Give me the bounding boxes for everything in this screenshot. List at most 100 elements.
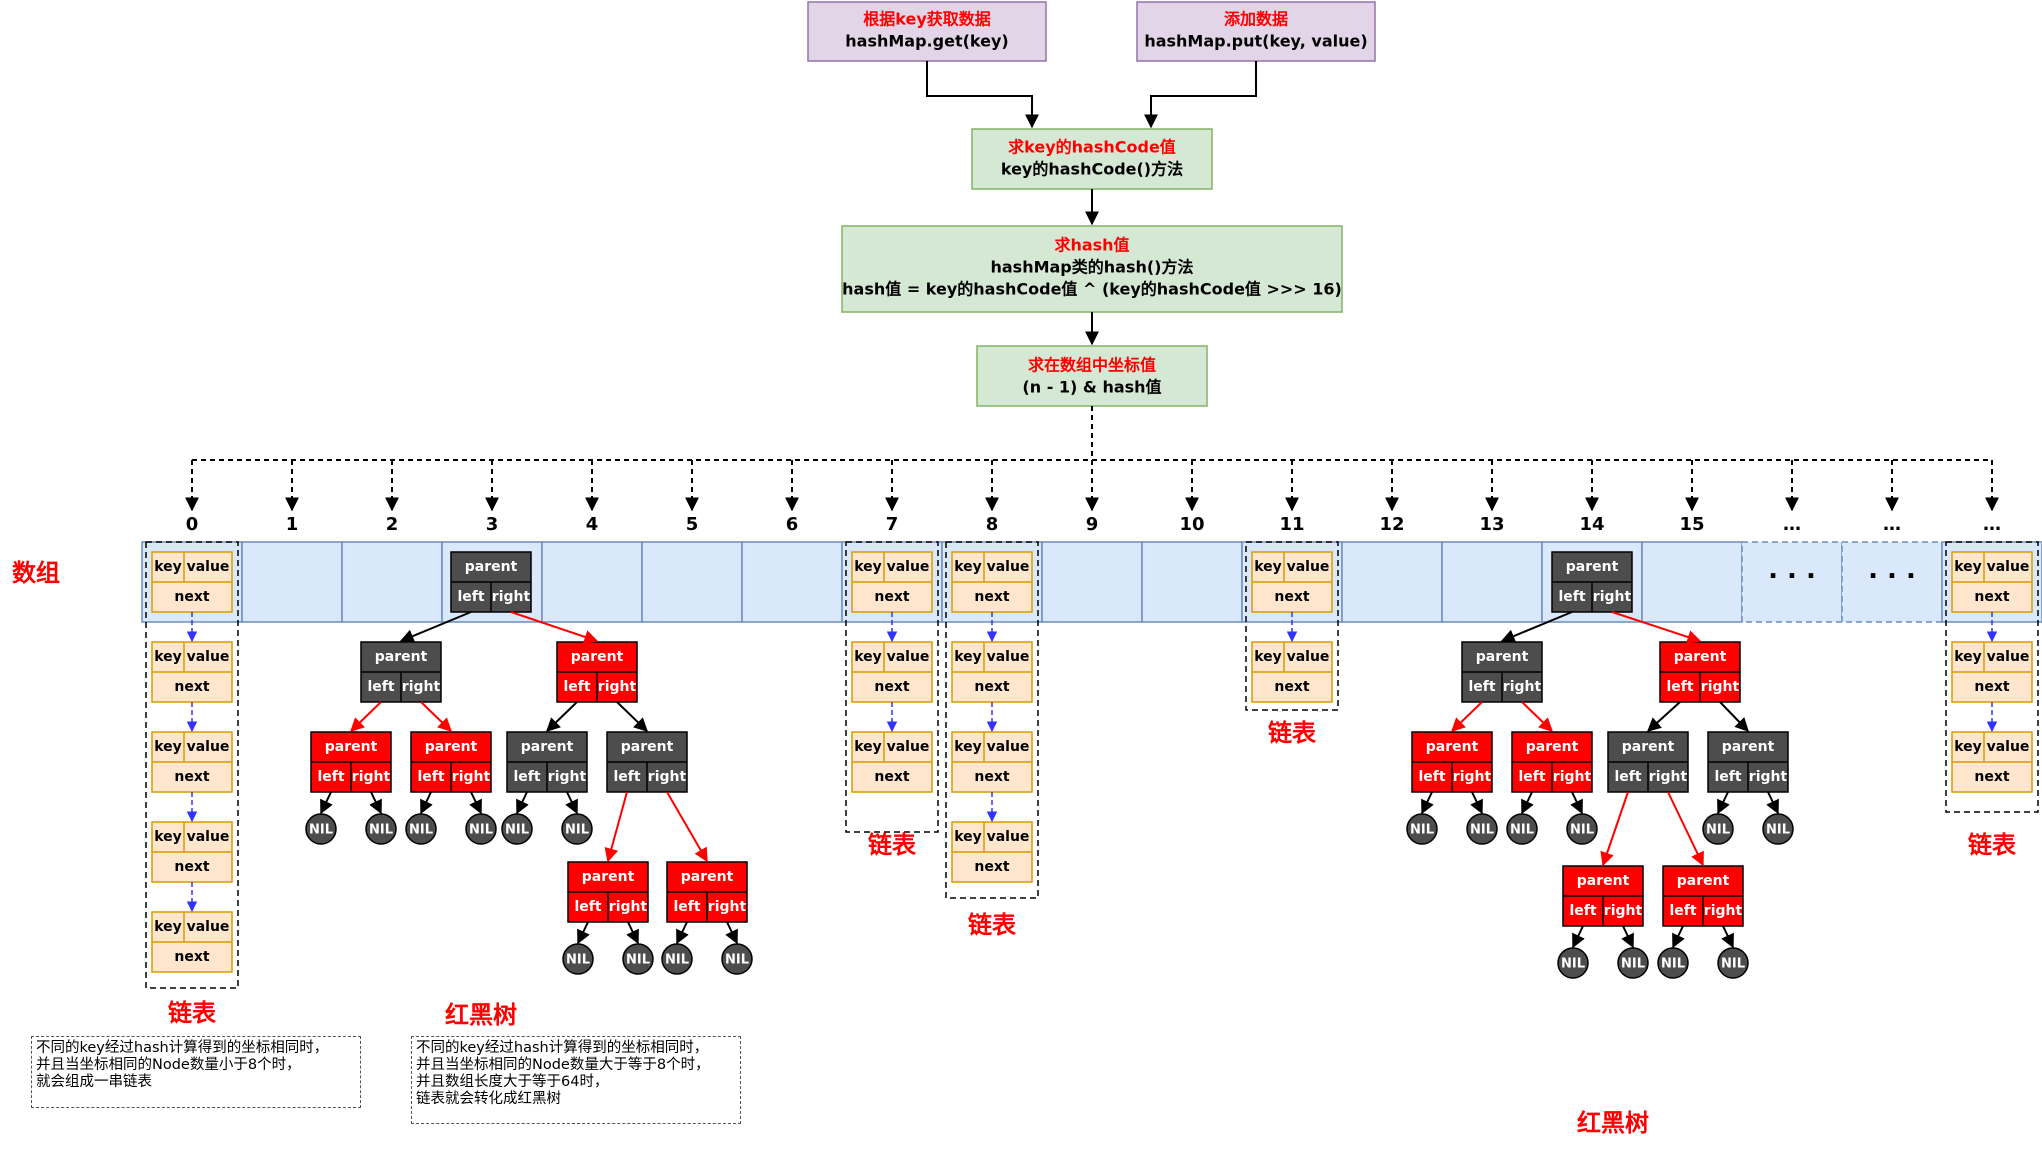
list-node-18-0-value: value	[1987, 559, 2030, 575]
tree3-rrl-right: right	[609, 899, 648, 915]
tree14-ll-right: right	[1453, 769, 1492, 785]
list-node-0-1-key: key	[154, 649, 182, 665]
array-cell-4	[541, 541, 643, 623]
tree14-lr-left: left	[1518, 769, 1545, 785]
list-node-0-3-next: next	[174, 859, 209, 875]
list-node-8-2-next: next	[974, 769, 1009, 785]
list-node-8-2-value: value	[987, 739, 1030, 755]
tree14-rlr-nil-edge-right	[1721, 925, 1734, 949]
array-label: 数组	[12, 559, 60, 587]
tree3-left-right: right	[402, 679, 441, 695]
index-label-6: 6	[786, 514, 799, 535]
array-cell-6	[741, 541, 843, 623]
tree3-rl-parent: parent	[521, 739, 574, 755]
list-node-0-1-value: value	[187, 649, 230, 665]
tree14-ll-nil-right-label: NIL	[1470, 823, 1494, 838]
hashcode-step-box	[971, 128, 1213, 190]
tree3-ll-parent: parent	[325, 739, 378, 755]
index-label-1: 1	[286, 514, 299, 535]
tree3-rrl-nil-edge-right	[626, 921, 639, 945]
put-to-hashcode-arrow	[1144, 61, 1257, 129]
tree-edge	[1611, 611, 1702, 644]
tree14-root-left: left	[1558, 589, 1585, 605]
index-step-title: 求在数组中坐标值	[1028, 356, 1156, 375]
index-label-4: 4	[586, 514, 599, 535]
tree14-rll-nil-edge-left	[1572, 925, 1585, 949]
get-data-code: hashMap.get(key)	[845, 32, 1008, 51]
index-label-7: 7	[886, 514, 899, 535]
list-node-0-2-next: next	[174, 769, 209, 785]
tree3-rr-left: left	[613, 769, 640, 785]
tree3-lr-nil-edge-right	[469, 791, 482, 815]
list-node-18-0-next: next	[1974, 589, 2009, 605]
hash-step-line-2: hash值 = key的hashCode值 ^ (key的hashCode值 >…	[842, 280, 1342, 299]
tree14-right-left: left	[1666, 679, 1693, 695]
array-cell-5	[641, 541, 743, 623]
tree3-rrr-nil-edge-left	[676, 921, 689, 945]
tree14-rr-left: left	[1714, 769, 1741, 785]
tree3-ll-nil-right-label: NIL	[369, 823, 393, 838]
tree14-lr-right: right	[1553, 769, 1592, 785]
linked-list-label-0: 链表	[168, 999, 217, 1027]
list-node-0-3-value: value	[187, 829, 230, 845]
tree-edge	[1667, 791, 1704, 867]
tree-edge	[1600, 791, 1629, 867]
rbtree-note: 不同的key经过hash计算得到的坐标相同时， 并且当坐标相同的Node数量大于…	[411, 1036, 741, 1124]
tree14-rlr-parent: parent	[1677, 873, 1730, 889]
tree14-left-parent: parent	[1476, 649, 1529, 665]
tree3-rl-nil-left-label: NIL	[505, 823, 529, 838]
tree14-left-right: right	[1503, 679, 1542, 695]
tree14-ll-left: left	[1418, 769, 1445, 785]
list-node-11-0-value: value	[1287, 559, 1330, 575]
tree14-lr-nil-right-label: NIL	[1570, 823, 1594, 838]
tree3-root-parent: parent	[465, 559, 518, 575]
tree14-rl-parent: parent	[1622, 739, 1675, 755]
hash-step-title: 求hash值	[1054, 236, 1129, 255]
list-node-7-2-value: value	[887, 739, 930, 755]
tree3-right-parent: parent	[571, 649, 624, 665]
tree14-left-left: left	[1468, 679, 1495, 695]
list-node-8-1-value: value	[987, 649, 1030, 665]
array-cell-15	[1641, 541, 1743, 623]
linked-list-frame-18	[1945, 541, 2039, 813]
list-node-0-0-next: next	[174, 589, 209, 605]
array-cell-2	[341, 541, 443, 623]
tree14-rll-nil-edge-right	[1621, 925, 1634, 949]
index-label-16: …	[1783, 514, 1801, 535]
list-node-7-1-key: key	[854, 649, 882, 665]
tree14-right-parent: parent	[1674, 649, 1727, 665]
tree3-lr-nil-left-label: NIL	[409, 823, 433, 838]
hash-step-box	[841, 225, 1343, 313]
tree-edge	[545, 701, 578, 732]
tree3-rl-nil-edge-right	[565, 791, 578, 815]
tree14-rr-right: right	[1749, 769, 1788, 785]
array-ellipsis-17: · · ·	[1868, 562, 1916, 592]
list-node-0-3-key: key	[154, 829, 182, 845]
list-node-8-1-key: key	[954, 649, 982, 665]
index-label-11: 11	[1279, 514, 1304, 535]
tree-edge	[666, 791, 708, 863]
tree-edge	[420, 701, 453, 732]
linked-list-note: 不同的key经过hash计算得到的坐标相同时， 并且当坐标相同的Node数量小于…	[31, 1036, 361, 1108]
linked-list-label-11: 链表	[1268, 719, 1317, 747]
list-node-7-0-key: key	[854, 559, 882, 575]
array-ellipsis-16: · · ·	[1768, 562, 1816, 592]
tree3-rl-nil-edge-left	[516, 791, 529, 815]
index-label-13: 13	[1479, 514, 1504, 535]
list-node-7-0-next: next	[874, 589, 909, 605]
tree3-rrl-nil-right-label: NIL	[626, 953, 650, 968]
array-cell-17	[1841, 541, 1943, 623]
index-step-box	[976, 345, 1208, 407]
list-node-7-2-next: next	[874, 769, 909, 785]
tree14-root-right: right	[1593, 589, 1632, 605]
rbtree-label-3: 红黑树	[445, 1001, 517, 1029]
array-cell-13	[1441, 541, 1543, 623]
tree14-ll-nil-edge-right	[1470, 791, 1483, 815]
index-label-9: 9	[1086, 514, 1099, 535]
tree14-lr-parent: parent	[1526, 739, 1579, 755]
tree3-ll-right: right	[352, 769, 391, 785]
list-node-7-2-key: key	[854, 739, 882, 755]
tree-edge	[604, 791, 628, 863]
tree14-rr-nil-edge-left	[1717, 791, 1730, 815]
